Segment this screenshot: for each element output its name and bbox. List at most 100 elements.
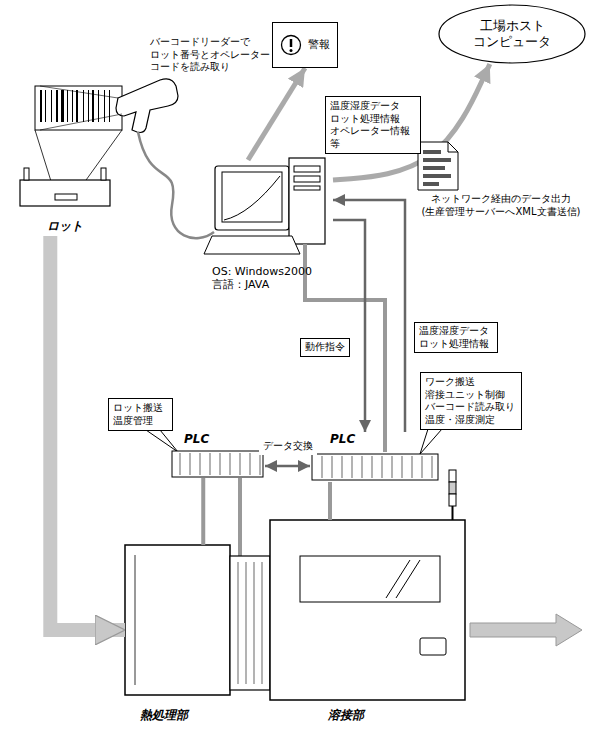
- exit-arrow: [470, 614, 582, 646]
- machine: [125, 520, 465, 700]
- computer: [222, 172, 282, 222]
- machine: [254, 562, 255, 684]
- machine: [238, 562, 262, 684]
- signal-tower: [449, 470, 456, 520]
- node-text: ロット搬送 温度管理: [113, 402, 168, 427]
- edge-label: データ交換: [259, 438, 317, 455]
- plc-module: [312, 454, 438, 480]
- connector: [333, 200, 405, 432]
- plc-module: [382, 456, 383, 478]
- machine: [270, 520, 465, 700]
- computer: [204, 236, 300, 254]
- barcode-reader: [40, 79, 214, 238]
- connector: [201, 478, 205, 545]
- node-text: 警報: [308, 38, 330, 52]
- barcode-label: [92, 90, 94, 122]
- barcode-label: [40, 90, 42, 122]
- plc-module: [402, 456, 403, 478]
- alarm-icon: [290, 49, 293, 52]
- computer: [224, 176, 280, 220]
- computer: [289, 158, 325, 244]
- plc-module: [210, 453, 211, 475]
- barcode-label: [35, 86, 122, 194]
- barcode-label: [56, 90, 58, 122]
- plc-module: [240, 453, 241, 475]
- plc-module: [190, 453, 191, 475]
- machine: [246, 562, 247, 684]
- barcode-reader: [40, 114, 122, 130]
- document-icon: [423, 166, 445, 170]
- node-text: 溶接部: [328, 708, 468, 723]
- plc-module: [172, 451, 263, 477]
- edge-label: 温度湿度データ ロット処理情報: [414, 322, 498, 353]
- barcode-label: [35, 86, 122, 130]
- barcode-label: [76, 90, 78, 122]
- document-icon: [423, 182, 439, 186]
- alarm-box: 警報: [272, 22, 338, 68]
- device-node: OS: Windows2000 言語：JAVA: [208, 160, 333, 292]
- signal-tower: [449, 494, 456, 506]
- lot-tray: [20, 168, 110, 206]
- alarm-icon: [290, 39, 293, 47]
- plc-module: [352, 456, 353, 478]
- machine: [300, 556, 440, 602]
- lot-tray: [20, 180, 110, 206]
- lot-tray: [55, 194, 77, 200]
- machine: [238, 562, 239, 684]
- plc-module: [180, 453, 181, 475]
- computer: [294, 166, 320, 172]
- lot-tray: [101, 168, 106, 180]
- exit-arrow: [470, 614, 582, 646]
- barcode-reader: [40, 86, 118, 98]
- computer: [215, 166, 289, 230]
- barcode-label: [83, 90, 84, 122]
- barcode-reader: [116, 79, 178, 133]
- node-text: 温度湿度データ ロット処理情報 オペレーター情報 等: [330, 100, 416, 150]
- plc-module: [372, 456, 373, 478]
- computer: [294, 186, 320, 190]
- computer: [204, 158, 325, 254]
- text-box: ワーク搬送 溶接ユニット制御 バーコード読み取り 温度・湿度測定: [420, 372, 522, 430]
- document-icon: [418, 142, 458, 190]
- alarm-icon: [282, 36, 301, 55]
- alarm-icon: [280, 34, 302, 56]
- text-box: ロット搬送 温度管理: [108, 398, 173, 431]
- signal-tower: [449, 470, 456, 482]
- plc-module: [392, 456, 393, 478]
- plc-node: PLC: [170, 432, 265, 478]
- document-icon: [448, 142, 458, 152]
- text-box: 温度湿度データ ロット処理情報 オペレーター情報 等: [325, 96, 421, 154]
- barcode-reader: [138, 132, 214, 238]
- plc-module: [422, 456, 423, 478]
- machine: [230, 556, 270, 690]
- plc-module: [172, 451, 438, 480]
- plc-module: [362, 456, 363, 478]
- machine: [386, 560, 410, 598]
- signal-tower: [452, 506, 454, 520]
- node-text: 熱処理部: [140, 708, 230, 723]
- plc-module: [332, 456, 333, 478]
- barcode-label: [40, 90, 110, 122]
- connector: [248, 68, 305, 160]
- node-text: ロット: [16, 219, 114, 234]
- machine: [125, 545, 230, 695]
- connector: [333, 220, 365, 432]
- document-icon: [423, 174, 451, 178]
- machine: [420, 638, 446, 655]
- barcode-label: [45, 90, 46, 122]
- plc-module: [260, 453, 261, 475]
- barcode-label: [67, 90, 68, 122]
- plc-module: [220, 453, 221, 475]
- plc-module: [432, 456, 433, 478]
- document-icon: [418, 142, 458, 190]
- device-node: ロット: [16, 172, 114, 234]
- computer: [294, 176, 320, 182]
- device-node: 熱処理部: [125, 545, 230, 723]
- plc-module: [322, 456, 323, 478]
- note-label: ネットワーク経由のデータ出力 (生産管理サーバーへXML文書送信): [414, 193, 588, 218]
- node-text: OS: Windows2000 言語：JAVA: [212, 265, 333, 293]
- barcode-label: [61, 90, 64, 122]
